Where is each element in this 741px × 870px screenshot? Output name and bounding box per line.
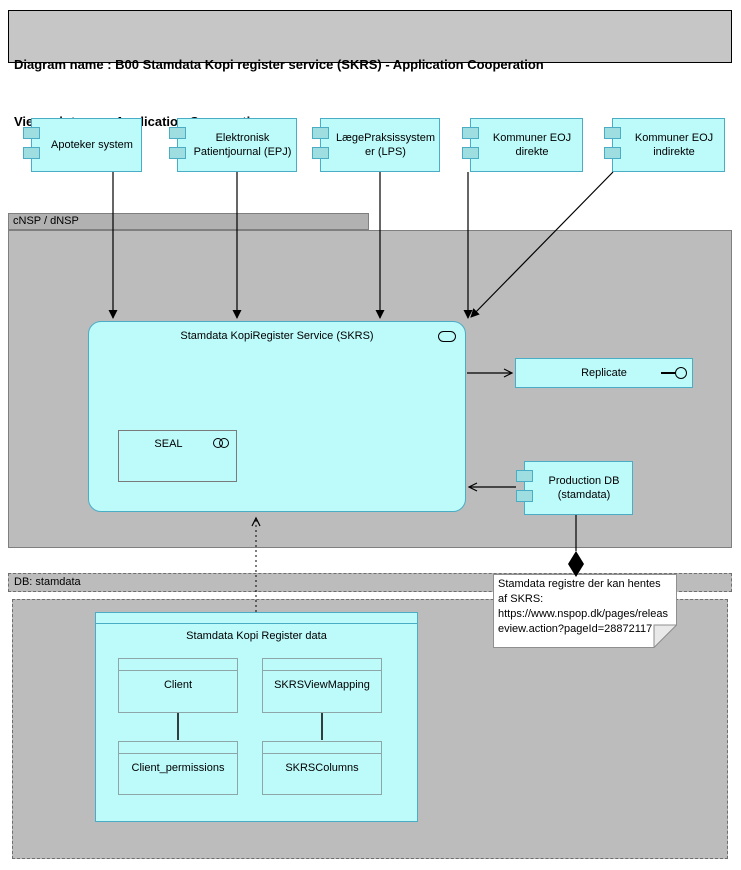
table-label: SKRSColumns [285,762,359,774]
note-shape [493,574,677,648]
service-skrs-label: Stamdata KopiRegister Service (SKRS) [180,330,374,342]
table-label: SKRSViewMapping [274,679,370,691]
component-kommuner-eoj-indirekte[interactable]: Kommuner EOJ indirekte [604,118,725,172]
component-port-icon [312,127,329,139]
component-port-icon [169,127,186,139]
component-apoteker-system[interactable]: Apoteker system [23,118,142,172]
service-oval-icon [438,331,456,342]
replicate-label: Replicate [581,367,627,379]
component-port-icon [604,147,621,159]
interface-icon [661,367,687,379]
component-port-icon [516,490,533,502]
component-label: Kommuner EOJ direkte [492,132,572,158]
seal-label: SEAL [154,438,183,450]
component-port-icon [312,147,329,159]
data-object-band [96,613,417,624]
db-container-label: DB: stamdata [14,576,81,588]
table-skrscolumns[interactable]: SKRSColumns [262,741,382,795]
diagram-title-line1: Diagram name : B00 Stamdata Kopi registe… [14,57,544,72]
component-port-icon [169,147,186,159]
table-band [263,659,381,671]
cnsp-container-label: cNSP / dNSP [13,215,79,227]
service-skrs[interactable]: Stamdata KopiRegister Service (SKRS) [88,321,466,512]
cnsp-container-tab[interactable]: cNSP / dNSP [8,213,369,230]
component-port-icon [462,127,479,139]
component-production-db[interactable]: Production DB (stamdata) [516,461,633,515]
table-client-permissions[interactable]: Client_permissions [118,741,238,795]
component-lps[interactable]: LægePraksissystemer (LPS) [312,118,440,172]
data-object-title: Stamdata Kopi Register data [186,630,327,642]
component-port-icon [23,147,40,159]
note-stamdata-registre[interactable]: Stamdata registre der kan hentes af SKRS… [493,574,677,648]
seal-box[interactable]: SEAL [118,430,237,482]
table-client[interactable]: Client [118,658,238,713]
note-text: Stamdata registre der kan hentes af SKRS… [498,578,668,635]
table-skrsviewmapping[interactable]: SKRSViewMapping [262,658,382,713]
component-label: Apoteker system [51,139,133,151]
component-epj[interactable]: Elektronisk Patientjournal (EPJ) [169,118,297,172]
table-label: Client [163,679,193,691]
replicate-interface[interactable]: Replicate [515,358,693,388]
component-label: LægePraksissystemer (LPS) [335,132,436,158]
table-band [263,742,381,754]
table-label: Client_permissions [131,762,225,774]
component-kommuner-eoj-direkte[interactable]: Kommuner EOJ direkte [462,118,583,172]
component-port-icon [23,127,40,139]
component-port-icon [462,147,479,159]
component-port-icon [516,470,533,482]
component-label: Kommuner EOJ indirekte [634,132,714,158]
table-band [119,742,237,754]
component-label: Elektronisk Patientjournal (EPJ) [193,132,292,158]
table-band [119,659,237,671]
component-port-icon [604,127,621,139]
component-label: Production DB (stamdata) [548,475,620,501]
collaboration-icon [213,438,230,450]
diagram-title-bar: Diagram name : B00 Stamdata Kopi registe… [8,10,732,129]
